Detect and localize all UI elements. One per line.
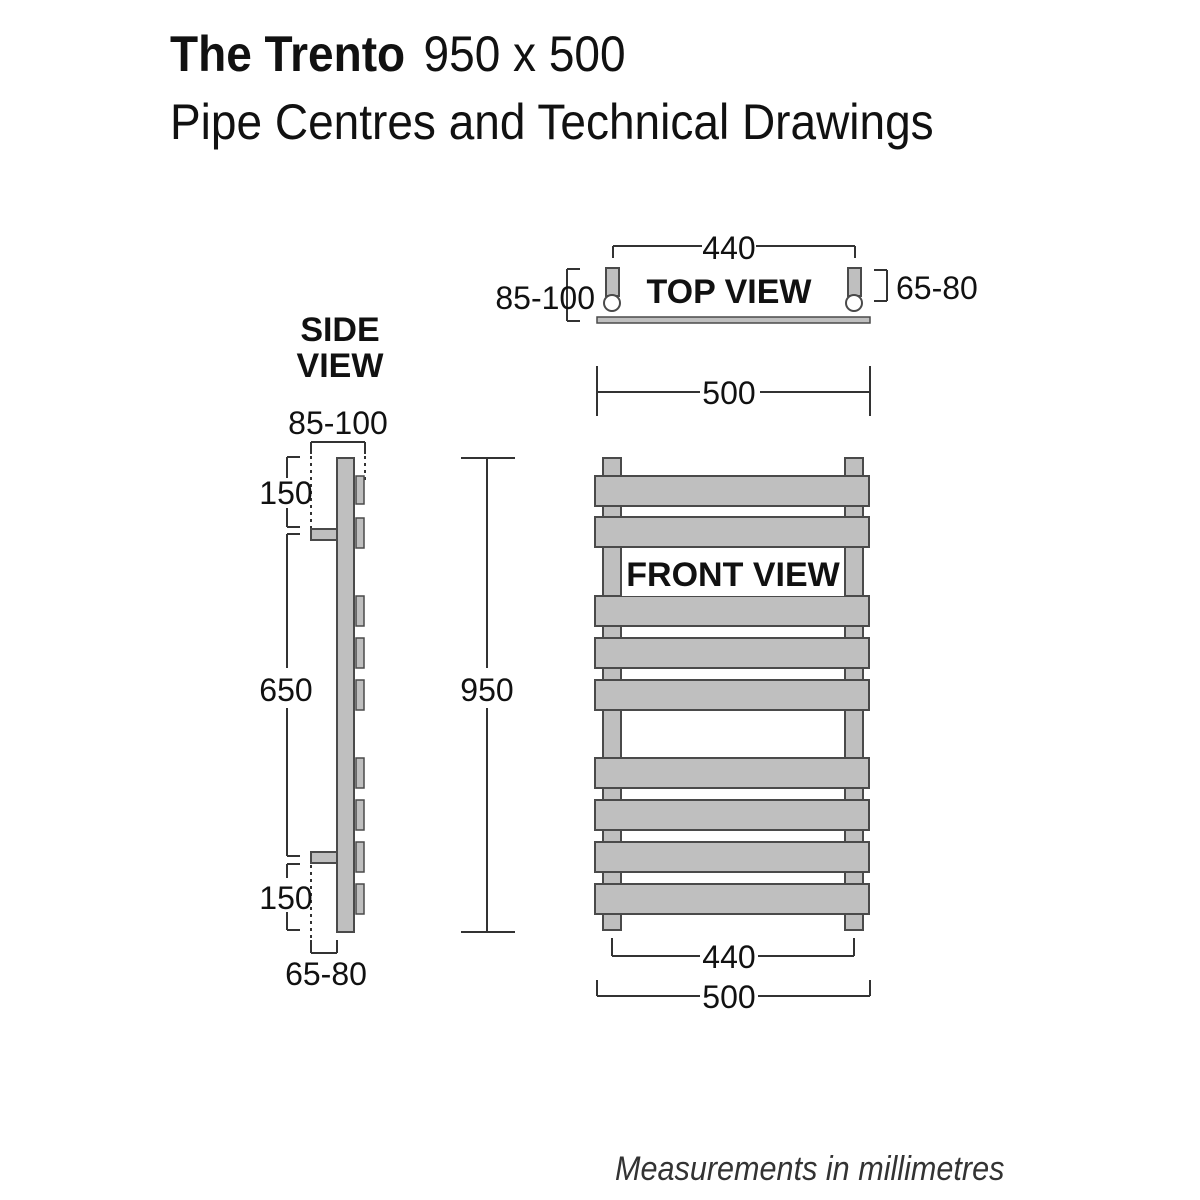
front-bar (594, 475, 870, 507)
left-valve-body (605, 267, 620, 297)
side-view-label-line2: VIEW (297, 347, 385, 385)
top-view-label: TOP VIEW (646, 273, 812, 311)
side-bar (355, 799, 365, 831)
front-bar (594, 757, 870, 789)
side-dim-bottom-label: 150 (259, 880, 312, 916)
front-bar (594, 799, 870, 831)
front-width-bottom-label: 500 (702, 979, 755, 1015)
side-bar (355, 679, 365, 711)
side-bars (355, 475, 365, 915)
product-name: The Trento (170, 26, 406, 82)
top-view-radiator-body (596, 316, 871, 324)
front-width-top-label: 500 (702, 375, 755, 411)
right-valve-body (847, 267, 862, 297)
drawing-title: The Trento 950 x 500 (170, 28, 626, 80)
side-bar (355, 637, 365, 669)
front-view-label: FRONT VIEW (626, 556, 840, 594)
top-view-right-distance: 65-80 (896, 270, 978, 306)
front-bar (594, 841, 870, 873)
side-bottom-pipe (310, 851, 338, 864)
side-bar (355, 475, 365, 505)
side-bar (355, 595, 365, 627)
front-bar (594, 679, 870, 711)
front-pipe-centres-label: 440 (702, 939, 755, 975)
top-view: 440 85-100 65-80 TOP VIEW (495, 230, 978, 324)
side-bar (355, 757, 365, 789)
measurement-note: Measurements in millimetres (615, 1150, 1005, 1188)
drawing-subtitle: Pipe Centres and Technical Drawings (170, 94, 934, 150)
left-valve-connector (603, 294, 621, 312)
height-label: 950 (460, 672, 513, 708)
side-bar (355, 883, 365, 915)
front-bar (594, 595, 870, 627)
top-view-left-distance: 85-100 (495, 280, 595, 316)
side-radiator-column (336, 457, 355, 933)
front-bar (594, 883, 870, 915)
side-depth-top-label: 85-100 (288, 405, 388, 441)
front-view: 500 FRONT VIEW 440 500 (594, 366, 871, 1015)
right-valve-connector (845, 294, 863, 312)
front-view-label-box (622, 552, 844, 596)
front-bar (594, 516, 870, 548)
front-bar (594, 637, 870, 669)
side-view: SIDE VIEW 85-100 150 (259, 311, 515, 992)
side-depth-bottom-label: 65-80 (285, 956, 367, 992)
side-bar (355, 841, 365, 873)
front-bars (594, 475, 870, 915)
side-view-label-line1: SIDE (300, 311, 379, 349)
side-dim-top-label: 150 (259, 475, 312, 511)
side-bar (355, 517, 365, 549)
side-dim-middle-label: 650 (259, 672, 312, 708)
top-view-440-label: 440 (702, 230, 755, 266)
side-top-pipe (310, 528, 338, 541)
product-size: 950 x 500 (423, 26, 626, 82)
